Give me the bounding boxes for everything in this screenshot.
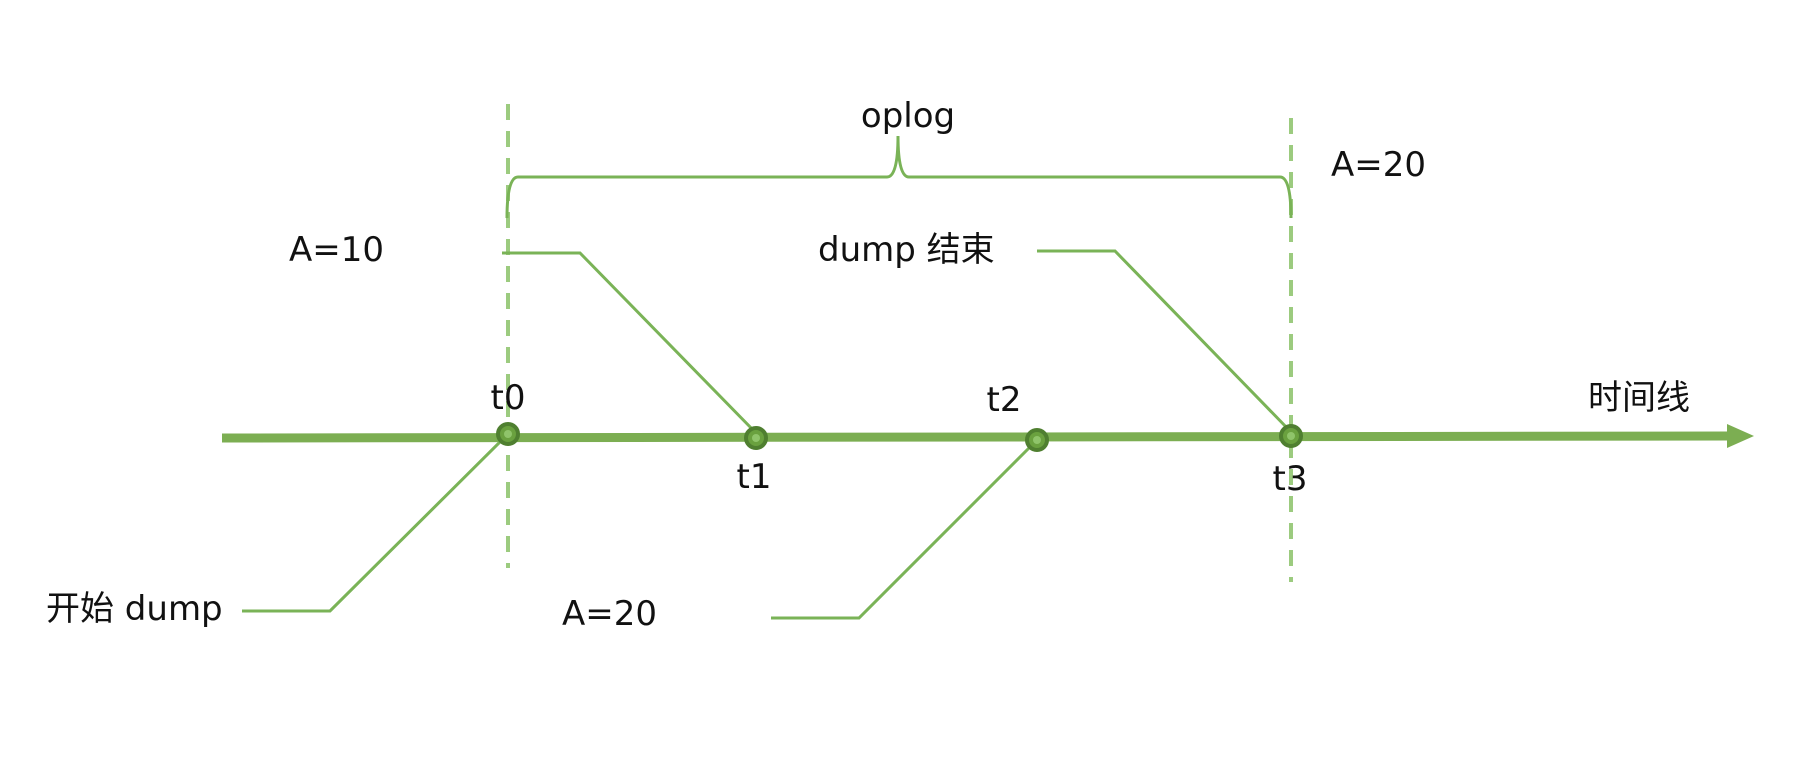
node-t1 <box>744 426 768 450</box>
timeline-arrowhead <box>1727 424 1754 448</box>
oplog-brace <box>505 135 1293 219</box>
point-label-t2: t2 <box>987 380 1022 420</box>
dump-end-label: dump 结束 <box>818 230 995 270</box>
point-label-t0: t0 <box>491 378 526 418</box>
node-t0 <box>496 422 520 446</box>
leader-a20-to-t2 <box>771 438 1039 620</box>
leader-dump-end-to-t3 <box>1037 249 1293 434</box>
point-label-t3: t3 <box>1273 459 1308 499</box>
point-label-t1: t1 <box>737 457 772 497</box>
leader-dump-start-to-t0 <box>242 432 510 613</box>
node-t3 <box>1279 424 1303 448</box>
a-value-after-label: A=20 <box>1331 145 1426 185</box>
leader-a10-to-t1 <box>502 251 758 435</box>
node-t2 <box>1025 428 1049 452</box>
dump-start-label: 开始 dump <box>46 589 223 629</box>
a-value-before-label: A=10 <box>289 230 384 270</box>
timeline-label: 时间线 <box>1588 378 1690 418</box>
a-value-t2-label: A=20 <box>562 594 657 634</box>
oplog-label: oplog <box>861 96 955 136</box>
timeline-axis <box>221 431 1731 443</box>
